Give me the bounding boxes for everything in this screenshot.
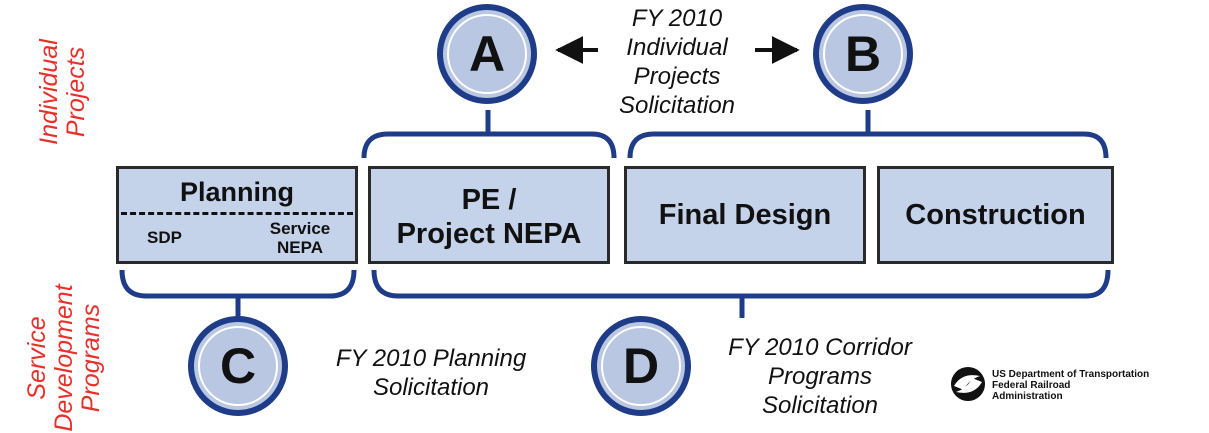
bracket-a xyxy=(361,110,617,159)
note-line: Programs xyxy=(767,363,873,390)
logo-line-3: Administration xyxy=(992,391,1063,402)
bracket-c xyxy=(119,269,357,318)
note-line: FY 2010 Planning xyxy=(335,345,527,372)
planning-service-nepa-label: Service NEPA xyxy=(269,219,331,257)
side-label-service-development-programs: Service Development Programs xyxy=(23,283,114,433)
note-line: Solicitation xyxy=(618,92,736,119)
planning-title: Planning xyxy=(180,177,294,207)
bracket-b xyxy=(627,110,1109,159)
construction-label: Construction xyxy=(905,199,1086,231)
note-line: Solicitation xyxy=(372,374,490,401)
pe-label: PE / xyxy=(461,184,517,216)
project-nepa-label: Project NEPA xyxy=(396,218,582,250)
bracket-d xyxy=(371,269,1111,318)
final-design-label: Final Design xyxy=(658,199,832,231)
planning-box: Planning SDP Service NEPA xyxy=(116,166,358,264)
side-label-individual-projects: Individual Projects xyxy=(35,36,96,148)
circle-a-letter: A xyxy=(468,26,506,82)
note-line: Solicitation xyxy=(761,392,879,419)
planning-divider xyxy=(121,212,353,215)
side-label-line: Service xyxy=(23,316,51,400)
circle-b: B xyxy=(813,4,913,104)
usdot-fra-logo: US Department of Transportation Federal … xyxy=(950,364,1206,404)
logo-line-1: US Department of Transportation xyxy=(992,369,1150,380)
construction-box: Construction xyxy=(877,166,1114,264)
side-label-line: Programs xyxy=(77,303,105,413)
final-design-box: Final Design xyxy=(624,166,866,264)
logo-line-2: Federal Railroad xyxy=(992,380,1071,391)
side-label-line: Projects xyxy=(62,46,90,138)
usdot-logo-icon xyxy=(951,367,985,401)
note-planning-solicitation: FY 2010 Planning Solicitation xyxy=(300,344,562,402)
circle-b-letter: B xyxy=(844,26,882,82)
note-line: FY 2010 Corridor xyxy=(728,334,912,361)
circle-d: D xyxy=(591,316,691,416)
note-line: Individual xyxy=(626,34,728,61)
note-corridor-programs-solicitation: FY 2010 Corridor Programs Solicitation xyxy=(690,333,950,420)
side-label-line: Individual xyxy=(35,39,63,145)
note-individual-projects-solicitation: FY 2010 Individual Projects Solicitation xyxy=(600,4,754,120)
circle-c: C xyxy=(188,316,288,416)
pe-project-nepa-box: PE / Project NEPA xyxy=(368,166,610,264)
circle-a: A xyxy=(437,4,537,104)
note-line: Projects xyxy=(633,63,721,90)
circle-c-letter: C xyxy=(219,338,257,394)
side-label-line: Development xyxy=(50,284,78,432)
circle-d-letter: D xyxy=(622,338,660,394)
planning-sdp-label: SDP xyxy=(147,228,182,247)
note-line: FY 2010 xyxy=(631,5,723,32)
